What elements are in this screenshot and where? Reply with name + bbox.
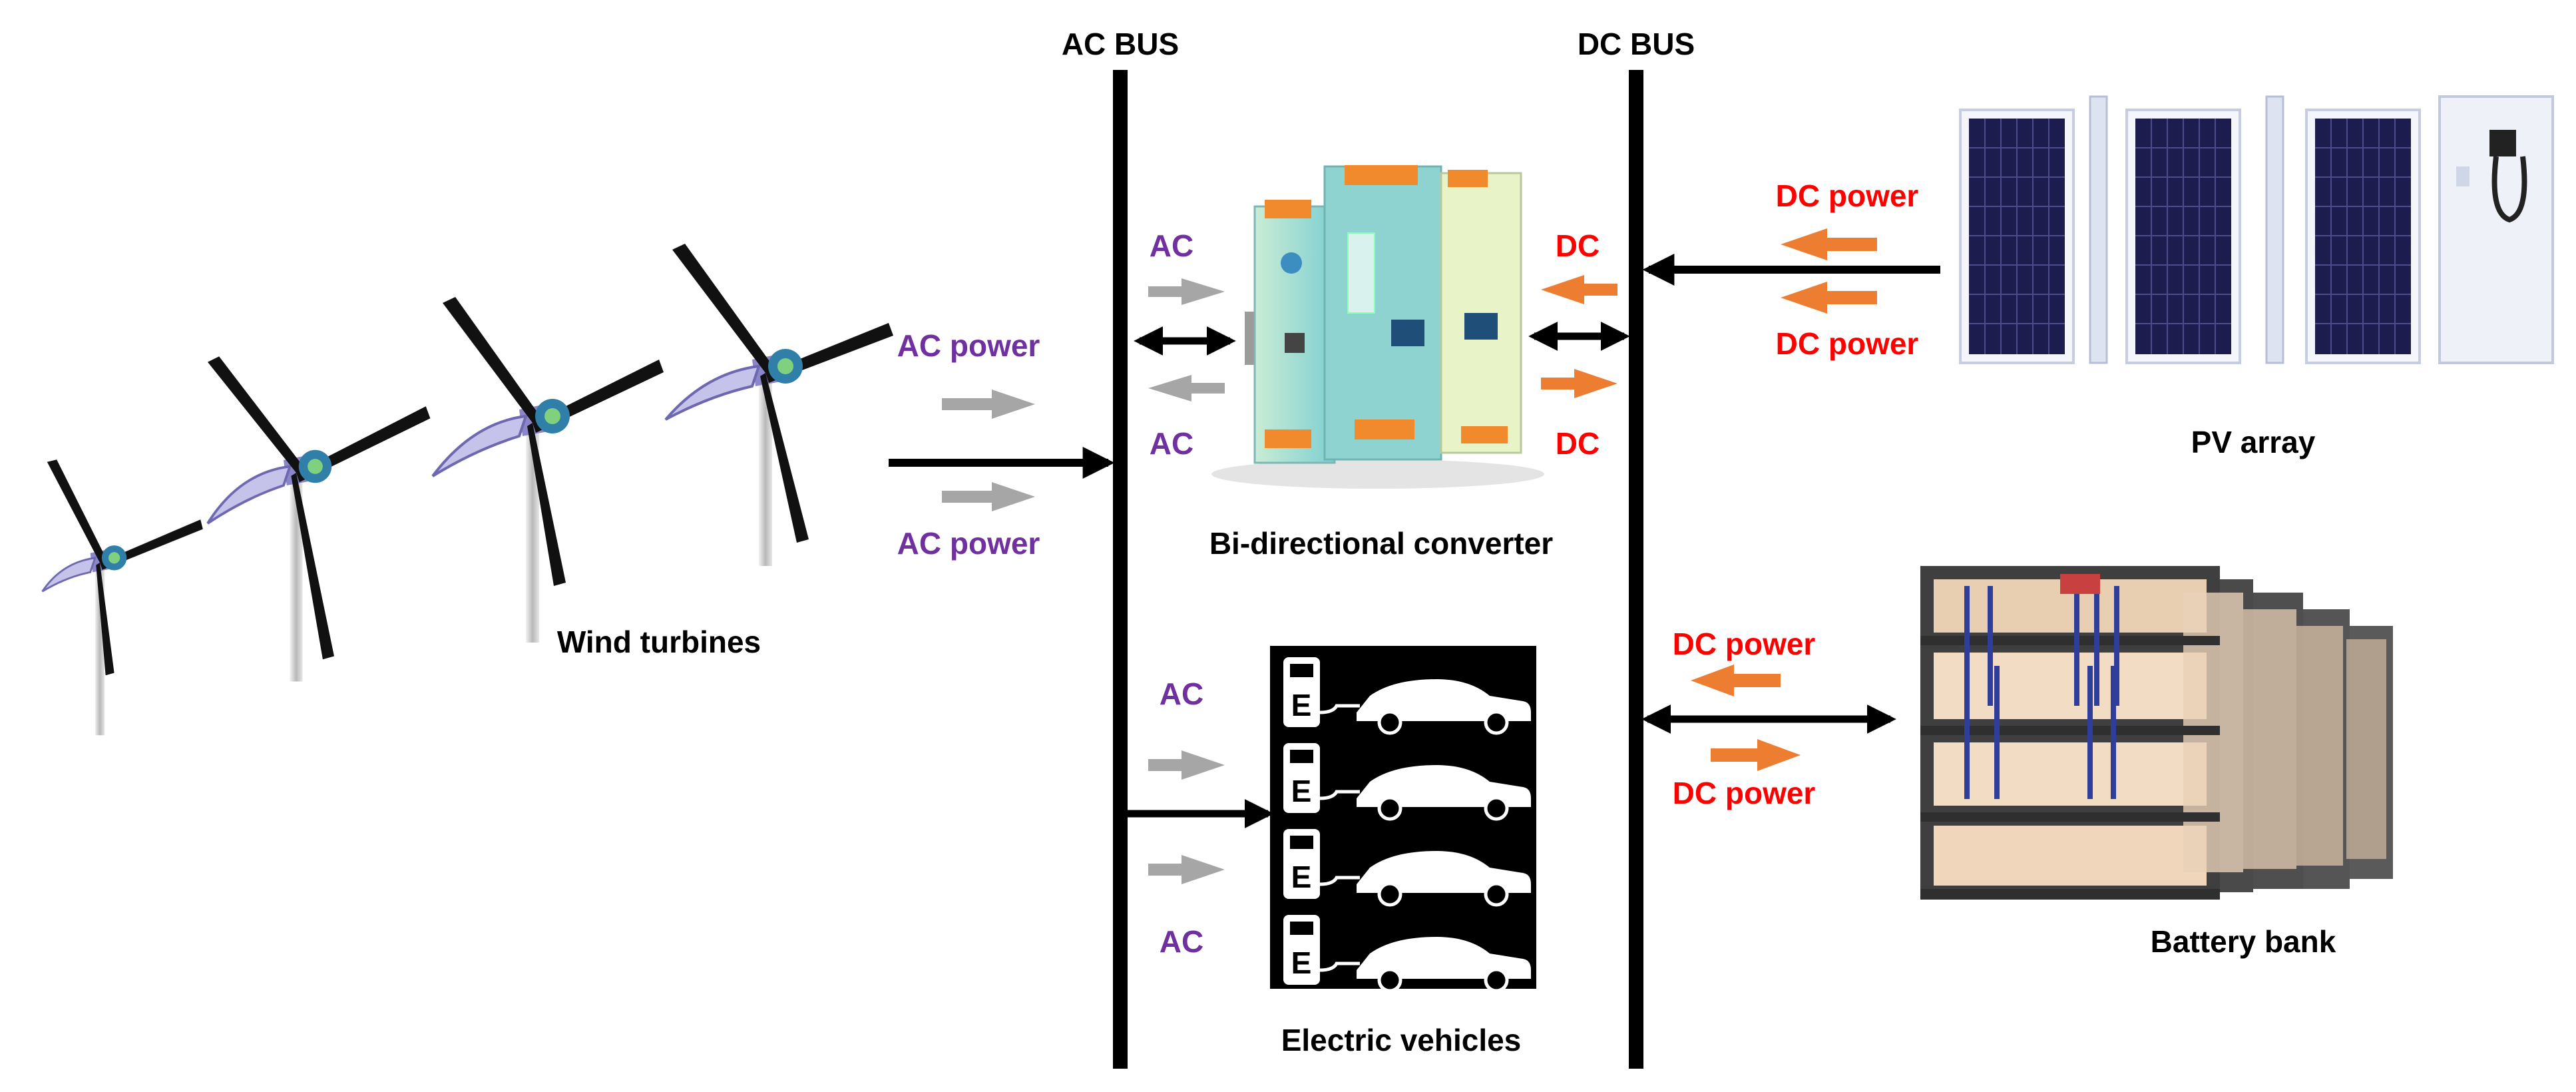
- ac-flow-arrow: [1148, 855, 1225, 884]
- ev-station-letter: E: [1291, 860, 1312, 894]
- wind-turbine-icon: [206, 356, 431, 682]
- dc-flow-arrow: [1541, 369, 1617, 398]
- converter-label: Bi-directional converter: [1209, 526, 1553, 561]
- battery-bank-label: Battery bank: [2151, 924, 2336, 959]
- dc-flow-arrow: [1711, 739, 1801, 771]
- ac-flow-arrow: [1148, 278, 1225, 305]
- converter-ac-label-top: AC: [1150, 228, 1193, 263]
- ev-station-letter: E: [1291, 774, 1312, 808]
- ac-bus-line: [1113, 70, 1128, 1069]
- ac-power-label-bottom: AC power: [897, 526, 1040, 561]
- ac-flow-arrow: [942, 390, 1035, 419]
- ev-charging-icon: E: [1283, 829, 1531, 907]
- pv-array-label: PV array: [2191, 425, 2316, 459]
- converter-ac-label-bottom: AC: [1150, 426, 1193, 461]
- ev-station-letter: E: [1291, 688, 1312, 722]
- dc-flow-arrow: [1781, 282, 1877, 314]
- dc-flow-arrow: [1691, 665, 1781, 696]
- solar-panel-back-icon: [2438, 95, 2554, 364]
- ev-label: Electric vehicles: [1281, 1023, 1522, 1057]
- ev-charging-icon: E: [1283, 915, 1531, 993]
- dc-flow-arrow: [1781, 228, 1877, 260]
- converter-icon: [1211, 165, 1544, 489]
- battery-rack-icon: [1920, 566, 2393, 900]
- converter-dc-label-top: DC: [1556, 228, 1600, 263]
- battery-dc-power-label-bottom: DC power: [1673, 776, 1816, 810]
- wind-turbine-icon: [41, 459, 203, 736]
- ev-ac-label-top: AC: [1160, 677, 1203, 711]
- ev-panel: E E E E: [1270, 646, 1536, 993]
- solar-cell-grid: [1969, 119, 2411, 354]
- ac-flow-arrow: [1148, 375, 1225, 402]
- dc-bus-label: DC BUS: [1578, 27, 1695, 61]
- dc-flow-arrow: [1541, 275, 1617, 304]
- wind-turbines-label: Wind turbines: [557, 625, 761, 659]
- ev-ac-label-bottom: AC: [1160, 924, 1203, 959]
- converter-dc-label-bottom: DC: [1556, 426, 1600, 461]
- ac-power-label-top: AC power: [897, 328, 1040, 363]
- wind-turbine-icon: [431, 297, 664, 643]
- ac-flow-arrow: [1148, 750, 1225, 780]
- pv-dc-power-label-top: DC power: [1776, 178, 1919, 213]
- ac-bus-label: AC BUS: [1062, 27, 1179, 61]
- ev-charging-icon: E: [1283, 743, 1531, 821]
- wind-turbine-icon: [664, 244, 893, 566]
- pv-dc-power-label-bottom: DC power: [1776, 326, 1919, 361]
- battery-dc-power-label-top: DC power: [1673, 627, 1816, 661]
- pv-array-group: [1959, 95, 2554, 364]
- dc-bus-line: [1629, 70, 1643, 1069]
- ev-station-letter: E: [1291, 946, 1312, 980]
- ac-flow-arrow: [942, 482, 1035, 511]
- ev-charging-icon: E: [1283, 657, 1531, 735]
- wind-turbines-group: [41, 244, 893, 736]
